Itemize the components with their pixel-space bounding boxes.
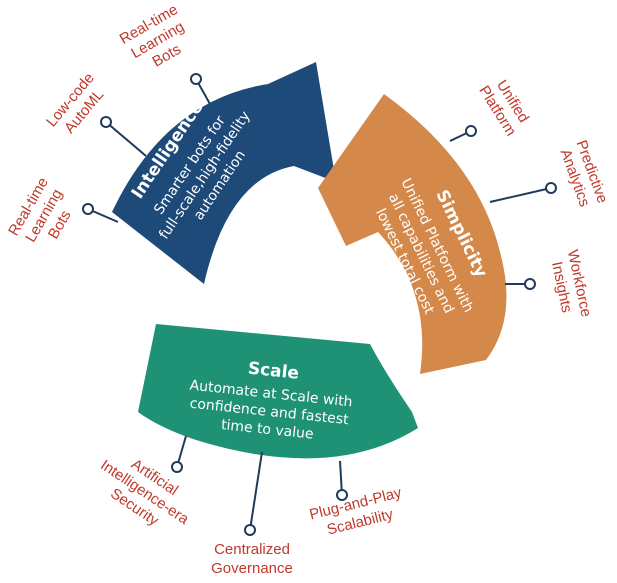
intelligence-segment: [112, 62, 336, 284]
node-sca-2: [244, 524, 256, 536]
label-int-3: Real-time Learning Bots: [117, 1, 188, 70]
connector-sca-2: [249, 451, 263, 531]
node-int-1: [82, 203, 94, 215]
node-sim-3: [524, 278, 536, 290]
simplicity-segment: [318, 94, 507, 374]
node-sim-2: [545, 182, 557, 194]
label-sca-3: Plug-and-Play Scalability: [308, 484, 404, 539]
label-sca-2-line1: Centralized: [214, 541, 290, 558]
label-sca-2-line2: Governance: [211, 560, 293, 577]
scale-text: Scale Automate at Scale with confidence …: [189, 359, 353, 443]
label-sca-2: Centralized Governance: [211, 541, 293, 577]
label-sim-3: Workforce Insights: [548, 248, 595, 318]
label-sca-1: Artificial Intelligence-era Security: [97, 456, 192, 530]
node-int-2: [100, 116, 112, 128]
label-sim-2: Predictive Analytics: [557, 138, 611, 209]
node-int-3: [190, 73, 202, 85]
label-int-2: Low-code AutoML: [43, 70, 107, 137]
node-sca-1: [171, 461, 183, 473]
node-sca-3: [336, 489, 348, 501]
connectors: [82, 73, 557, 536]
connector-int-2: [105, 121, 147, 157]
label-int-1: Real-time Learning Bots: [5, 175, 74, 246]
connector-sim-2: [489, 187, 552, 203]
scale-segment: [138, 324, 418, 459]
node-sim-1: [465, 125, 477, 137]
label-sim-1: Unified Platform: [475, 77, 532, 139]
